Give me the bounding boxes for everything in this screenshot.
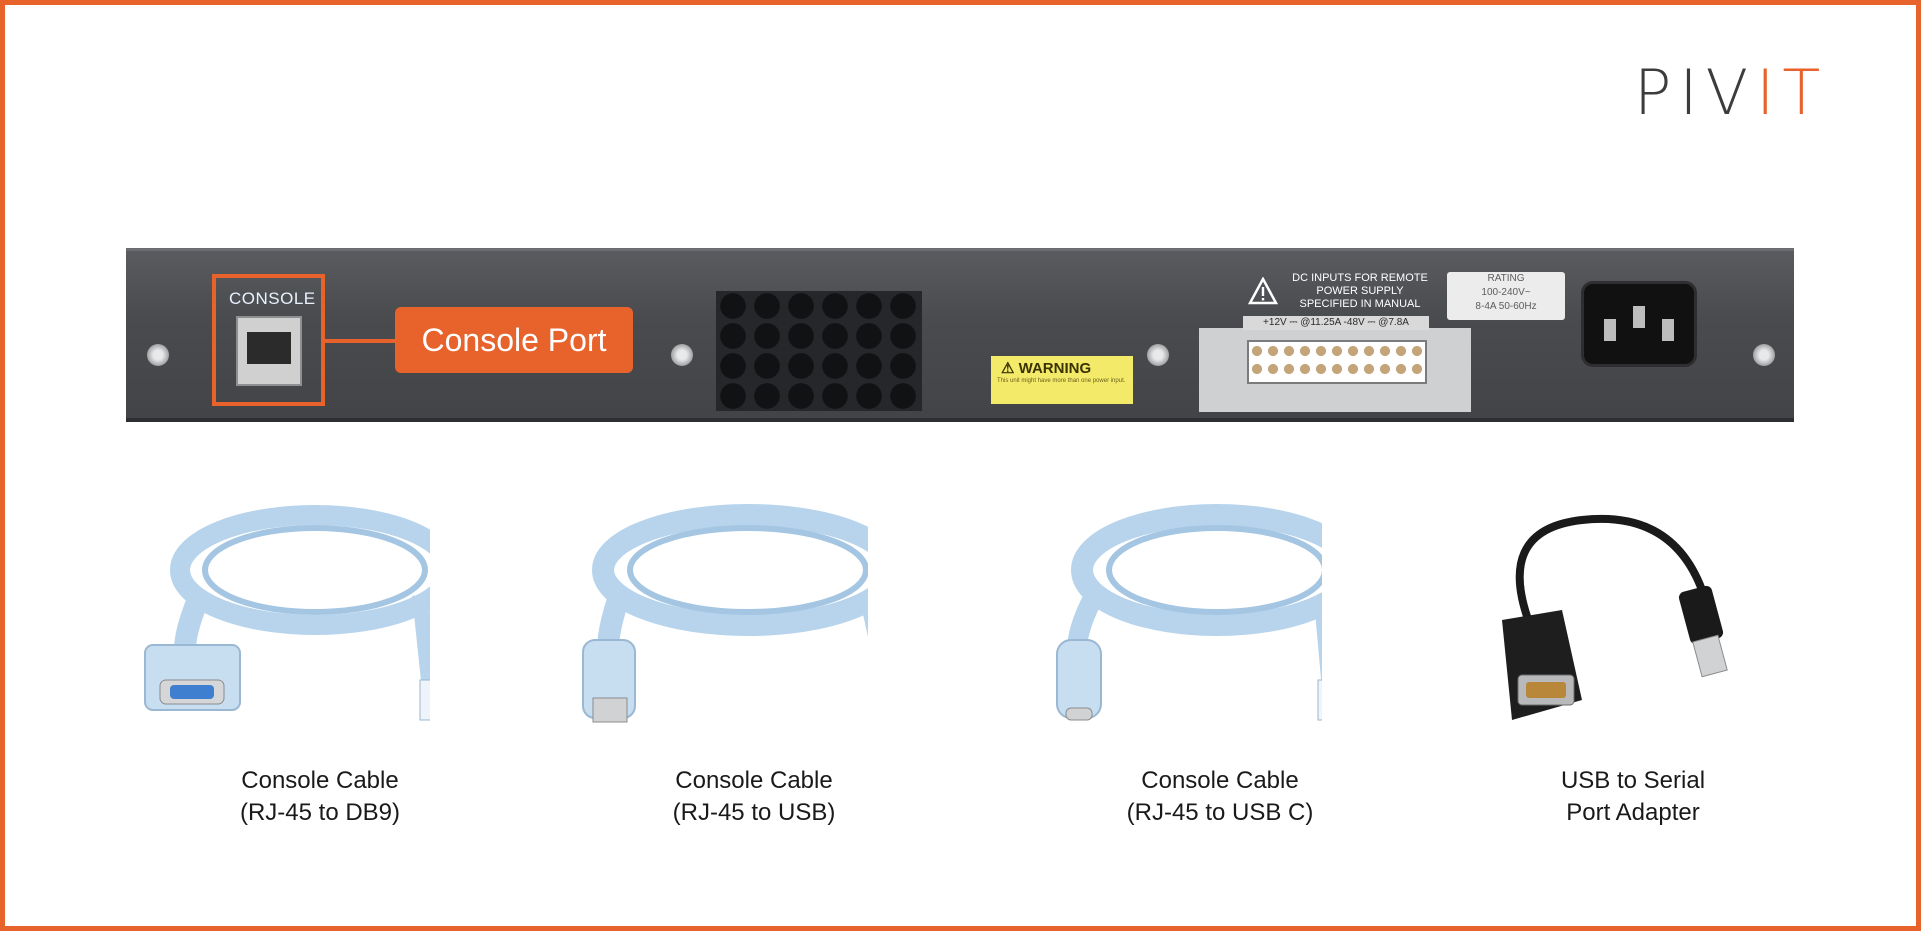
warning-triangle-icon (1248, 277, 1278, 305)
pivit-logo: PIVIT (1634, 56, 1829, 129)
console-cable-db9-image (144, 505, 430, 721)
power-rating-label: RATING 100-240V~ 8-4A 50-60Hz (1447, 272, 1565, 320)
dc-rating-label: +12V ⎓ @11.25A -48V ⎓ @7.8A (1243, 316, 1429, 330)
screw-icon (147, 344, 169, 366)
screw-icon (1147, 344, 1169, 366)
warning-label: ⚠ WARNING This unit might have more than… (991, 356, 1133, 404)
console-port-callout: Console Port (395, 307, 633, 373)
fan-vent (716, 291, 922, 411)
screw-icon (1753, 344, 1775, 366)
dc-input-notice: DC INPUTS FOR REMOTE POWER SUPPLY SPECIF… (1292, 272, 1428, 310)
usb-serial-adapter-image (1502, 514, 1728, 720)
rj45-console-port (236, 316, 302, 386)
caption-console-cable-db9: Console Cable (RJ-45 to DB9) (239, 767, 401, 826)
console-cable-usb-image (582, 504, 868, 723)
ac-power-inlet (1581, 281, 1697, 367)
caption-console-cable-usbc: Console Cable (RJ-45 to USB C) (1126, 767, 1314, 826)
dc-power-connector (1247, 340, 1427, 384)
caption-console-cable-usb: Console Cable (RJ-45 to USB) (672, 767, 836, 826)
console-cable-usbc-image (1056, 504, 1322, 721)
caption-usb-serial-adapter: USB to Serial Port Adapter (1560, 767, 1706, 826)
console-silkscreen-label: CONSOLE (229, 289, 316, 308)
callout-connector-line (325, 339, 395, 343)
console-port-highlight (212, 274, 325, 406)
screw-icon (671, 344, 693, 366)
